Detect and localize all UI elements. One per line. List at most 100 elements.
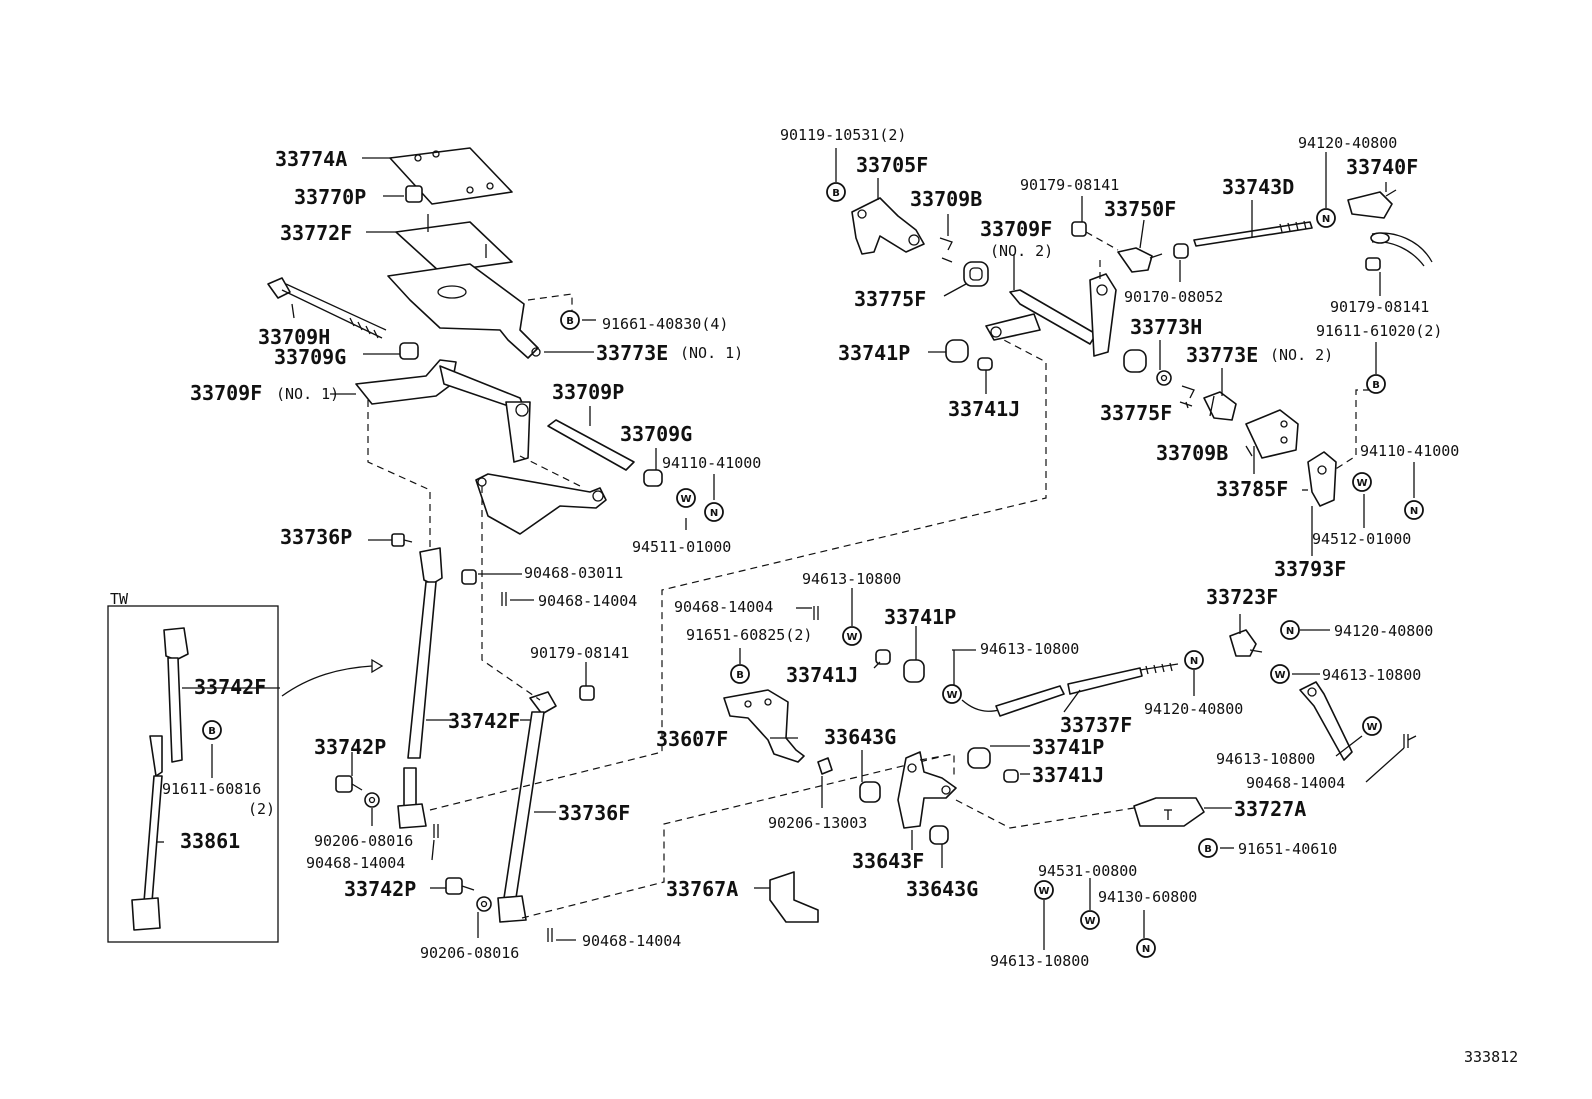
part-33741P-bushing-a: [945, 339, 969, 363]
washer-symbol-94511: W: [676, 488, 696, 508]
part-33775F-bushing-b: [1123, 349, 1147, 373]
label-94120-40800-mid: 94120-40800: [1144, 700, 1243, 718]
svg-text:B: B: [566, 316, 574, 327]
washer-symbol-94613-c: W: [1270, 664, 1290, 684]
label-33741P-mid: 33741P: [884, 605, 956, 629]
label-91611-60816-qty: (2): [248, 800, 275, 818]
washer-symbol-94613-d: W: [1362, 716, 1382, 736]
label-94110-41000-right: 94110-41000: [1360, 442, 1459, 460]
label-33775F-lower: 33775F: [1100, 401, 1172, 425]
label-90468-14004-lower: 90468-14004: [582, 932, 681, 950]
nut-symbol-94120-b: N: [1184, 650, 1204, 670]
label-94511-01000: 94511-01000: [632, 538, 731, 556]
diagram-id: 333812: [1464, 1048, 1518, 1066]
label-33767A: 33767A: [666, 877, 738, 901]
nut-symbol-94120-c: N: [1280, 620, 1300, 640]
label-33709H: 33709H: [258, 325, 330, 349]
part-33793F-lever: [1307, 451, 1337, 507]
nut-symbol-94120-a: N: [1316, 208, 1336, 228]
part-33737F-cable: [961, 662, 1179, 717]
dash-link-left-b: [481, 486, 541, 701]
label-33736P: 33736P: [280, 525, 352, 549]
part-33861-inset-rod: [131, 735, 163, 931]
bolt-symbol-90119: B: [826, 182, 846, 202]
label-33709P: 33709P: [552, 380, 624, 404]
part-33736P-bolt: [391, 533, 413, 547]
part-33742P-pin-b: [445, 877, 475, 895]
label-33773E-no2-note: (NO. 2): [1270, 346, 1333, 364]
part-crank-arm: [475, 473, 607, 535]
dash-link-left-d: [429, 337, 1047, 811]
part-33741P-bushing-b: [903, 659, 925, 683]
label-33742P-upper: 33742P: [314, 735, 386, 759]
bolt-symbol-91651-60825: B: [730, 664, 750, 684]
label-91611-61020: 91611-61020(2): [1316, 322, 1442, 340]
label-33741J-upper: 33741J: [948, 397, 1020, 421]
label-94613-10800-b: 94613-10800: [980, 640, 1079, 658]
part-33741J-clip-a: [977, 357, 993, 371]
dash-link-left-e: [521, 753, 953, 919]
svg-text:B: B: [736, 670, 744, 681]
label-94120-40800-right: 94120-40800: [1334, 622, 1433, 640]
label-33709F-no1-note: (NO. 1): [276, 385, 339, 403]
part-33643G-bushing-b: [929, 825, 949, 845]
part-33643F-lever: [897, 751, 957, 829]
part-33723F-pivot: [1229, 629, 1263, 657]
tw-arrow: [281, 665, 373, 697]
label-33741J-lower: 33741J: [1032, 763, 1104, 787]
svg-text:N: N: [1142, 944, 1150, 955]
label-33736F: 33736F: [558, 801, 630, 825]
label-90468-14004-upper: 90468-14004: [538, 592, 637, 610]
svg-text:W: W: [846, 632, 857, 643]
svg-text:W: W: [1366, 722, 1377, 733]
part-33767A-cover: [769, 871, 819, 923]
label-33772F: 33772F: [280, 221, 352, 245]
part-33709F-no1-lever-shaft: [355, 359, 531, 463]
hardware-symbols: B W N B B N B W N W B W N N W W B W N W: [202, 182, 1424, 958]
label-33709F-no2-note: (NO. 2): [990, 242, 1053, 260]
part-90468-cotter-mid: [813, 606, 819, 620]
label-90468-14004-mid: 90468-14004: [306, 854, 405, 872]
part-33773H-washer: [1156, 370, 1172, 386]
label-90179-08141-left: 90179-08141: [530, 644, 629, 662]
svg-text:B: B: [208, 726, 216, 737]
part-33709H-long-bolt: [267, 277, 387, 339]
part-33705F-bracket: [851, 197, 925, 255]
part-90170-nut: [1173, 243, 1189, 259]
part-lever-right-lower: [1299, 681, 1353, 761]
label-33709B-lower: 33709B: [1156, 441, 1228, 465]
label-91651-40610: 91651-40610: [1238, 840, 1337, 858]
label-94512-01000: 94512-01000: [1312, 530, 1411, 548]
label-33709F-no2: 33709F: [980, 217, 1052, 241]
label-33737F: 33737F: [1060, 713, 1132, 737]
label-33785F: 33785F: [1216, 477, 1288, 501]
bolt-symbol-91611-60816: B: [202, 720, 222, 740]
bolt-symbol-91611-61020: B: [1366, 374, 1386, 394]
label-90179-08141-top: 90179-08141: [1020, 176, 1119, 194]
svg-text:B: B: [1372, 380, 1380, 391]
dash-nut-balljoint: [1085, 231, 1119, 251]
svg-text:B: B: [832, 188, 840, 199]
label-94531-00800: 94531-00800: [1038, 862, 1137, 880]
label-91651-60825: 91651-60825(2): [686, 626, 812, 644]
label-94120-40800-top: 94120-40800: [1298, 134, 1397, 152]
label-33773E-no1: 33773E: [596, 341, 668, 365]
part-33741J-clip-c: [1003, 769, 1019, 783]
nut-symbol-94130: N: [1136, 938, 1156, 958]
part-33607F-bracket: [723, 689, 805, 763]
part-33709P-pin: [547, 419, 635, 471]
part-33709G-nut-upper: [399, 342, 419, 360]
svg-text:W: W: [1038, 886, 1049, 897]
tw-arrow-head: [371, 658, 384, 674]
svg-text:N: N: [710, 508, 718, 519]
label-33741P-upper: 33741P: [838, 341, 910, 365]
label-33709G-upper: 33709G: [274, 345, 346, 369]
label-33861: 33861: [180, 829, 240, 853]
washer-symbol-94613-e: W: [1034, 880, 1054, 900]
label-33709G-lower: 33709G: [620, 422, 692, 446]
label-90468-14004-right: 90468-14004: [1246, 774, 1345, 792]
part-33770P-bushing: [405, 185, 423, 203]
label-33741P-lower: 33741P: [1032, 735, 1104, 759]
svg-text:N: N: [1190, 656, 1198, 667]
